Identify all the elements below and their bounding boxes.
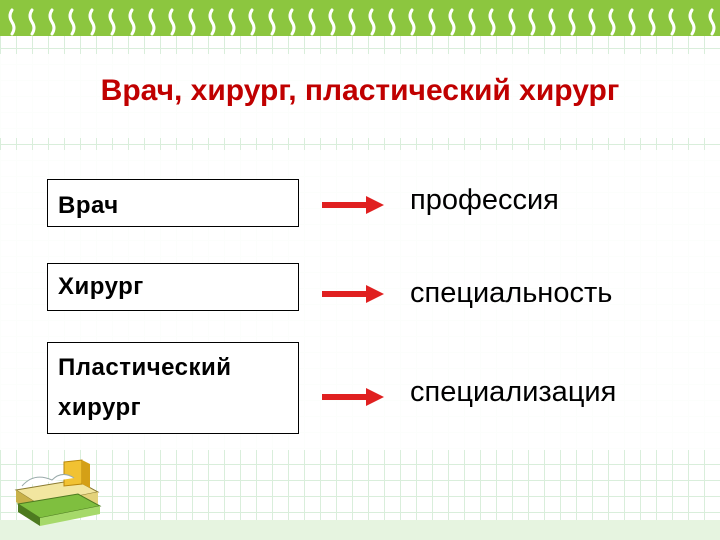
spiral-ring xyxy=(108,8,116,36)
right-arrow-icon xyxy=(322,388,384,406)
notebook-spiral-icon xyxy=(8,8,716,36)
spiral-ring xyxy=(48,8,56,36)
spiral-ring xyxy=(288,8,296,36)
notebook-header-bar xyxy=(0,0,720,36)
spiral-ring xyxy=(688,8,696,36)
spiral-ring xyxy=(28,8,36,36)
right-arrow-icon xyxy=(322,196,384,214)
spiral-ring xyxy=(228,8,236,36)
category-specialty: специальность xyxy=(410,277,613,309)
title-band xyxy=(0,54,720,138)
spiral-ring xyxy=(328,8,336,36)
spiral-ring xyxy=(708,8,716,36)
spiral-ring xyxy=(528,8,536,36)
spiral-ring xyxy=(468,8,476,36)
spiral-ring xyxy=(248,8,256,36)
spiral-ring xyxy=(668,8,676,36)
spiral-ring xyxy=(188,8,196,36)
spiral-ring xyxy=(88,8,96,36)
spiral-ring xyxy=(648,8,656,36)
spiral-ring xyxy=(428,8,436,36)
spiral-ring xyxy=(308,8,316,36)
spiral-ring xyxy=(268,8,276,36)
right-arrow-icon xyxy=(322,285,384,303)
spiral-ring xyxy=(128,8,136,36)
spiral-ring xyxy=(628,8,636,36)
spiral-ring xyxy=(608,8,616,36)
spiral-ring xyxy=(208,8,216,36)
spiral-ring xyxy=(408,8,416,36)
spiral-ring xyxy=(388,8,396,36)
term-box-doctor: Врач xyxy=(47,179,299,227)
category-profession: профессия xyxy=(410,184,559,216)
slide-title: Врач, хирург, пластический хирург xyxy=(100,74,620,107)
spiral-ring xyxy=(548,8,556,36)
spiral-ring xyxy=(448,8,456,36)
category-specialization: специализация xyxy=(410,376,617,408)
books-icon xyxy=(14,459,102,526)
spiral-ring xyxy=(8,8,16,36)
footer-bar xyxy=(0,520,720,540)
spiral-ring xyxy=(348,8,356,36)
spiral-ring xyxy=(488,8,496,36)
spiral-ring xyxy=(508,8,516,36)
spiral-ring xyxy=(68,8,76,36)
spiral-ring xyxy=(368,8,376,36)
term-box-surgeon: Хирург xyxy=(47,263,299,311)
spiral-ring xyxy=(168,8,176,36)
spiral-ring xyxy=(588,8,596,36)
spiral-ring xyxy=(148,8,156,36)
spiral-ring xyxy=(568,8,576,36)
